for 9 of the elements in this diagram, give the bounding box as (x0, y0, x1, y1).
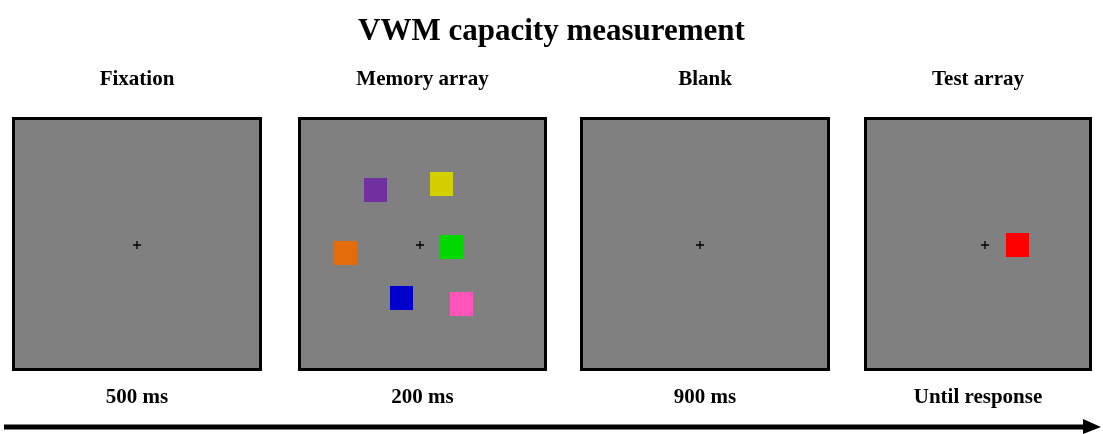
duration-label: 900 ms (673, 384, 737, 409)
duration-label: 200 ms (391, 384, 454, 409)
screen-heading: Blank (678, 66, 732, 91)
title: VWM capacity measurement (358, 12, 745, 47)
duration-label: 500 ms (105, 384, 169, 409)
screen-heading: Test array (932, 66, 1024, 91)
duration-label: Until response (913, 384, 1043, 409)
screen-heading: Memory array (356, 66, 489, 91)
screen-heading: Fixation (99, 66, 175, 91)
